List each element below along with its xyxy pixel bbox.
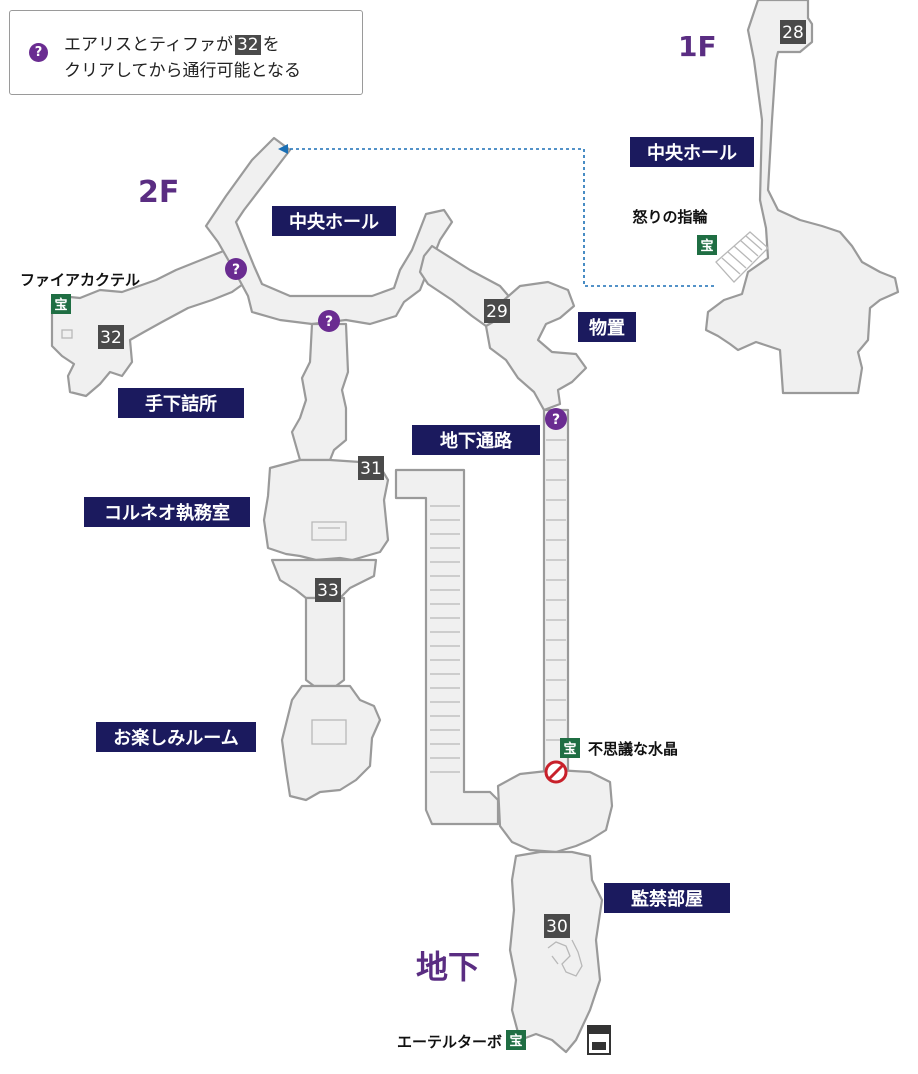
item-ether-turbo: エーテルターボ [397, 1033, 502, 1051]
svg-text:物置: 物置 [589, 317, 625, 339]
svg-text:お楽しみルーム: お楽しみルーム [113, 727, 238, 749]
svg-text:コルネオ執務室: コルネオ執務室 [104, 502, 230, 524]
marker-31: 31 [358, 456, 384, 480]
route-line [286, 148, 714, 287]
floor-label-2f: 2F [138, 175, 179, 210]
question-icon: ? [29, 43, 48, 62]
confinement-fixture [547, 939, 583, 977]
marker-29: 29 [484, 299, 510, 323]
label-confinement: 監禁部屋 [604, 883, 730, 913]
svg-text:宝: 宝 [509, 1033, 522, 1049]
marker-32: 32 [98, 325, 124, 349]
small-fixture [61, 329, 73, 339]
item-mysterious-crystal: 不思議な水晶 [588, 740, 678, 758]
label-corneo-office: コルネオ執務室 [84, 497, 250, 527]
svg-text:地下通路: 地下通路 [440, 430, 513, 452]
marker-30: 30 [544, 914, 570, 938]
item-anger-ring: 怒りの指輪 [632, 208, 708, 226]
label-storage: 物置 [578, 312, 636, 342]
svg-text:33: 33 [317, 581, 339, 601]
svg-text:31: 31 [360, 459, 382, 479]
svg-text:手下詰所: 手下詰所 [145, 393, 217, 415]
svg-text:30: 30 [546, 917, 568, 937]
room-confinement [508, 850, 604, 1054]
svg-text:28: 28 [782, 23, 804, 43]
svg-text:監禁部屋: 監禁部屋 [631, 888, 703, 910]
office-desk [311, 521, 347, 541]
chest-icon: 宝 [51, 294, 71, 314]
room-long-stair-corridor [394, 468, 500, 826]
chest-icon: 宝 [506, 1030, 526, 1050]
no-entry-icon [544, 760, 568, 784]
label-central-hall-2f: 中央ホール [272, 206, 396, 236]
floor-label-basement: 地下 [416, 948, 480, 986]
passage-stair-lines [546, 439, 566, 741]
label-central-hall-1f: 中央ホール [630, 137, 754, 167]
label-underground-passage: 地下通路 [412, 425, 540, 455]
svg-text:宝: 宝 [563, 741, 576, 757]
legend-text-a: エアリスとティファが [64, 35, 233, 55]
svg-text:32: 32 [100, 328, 122, 348]
room-storage [484, 280, 588, 412]
floor-label-1f: 1F [678, 30, 717, 63]
chest-icon: 宝 [697, 235, 717, 255]
question-icon: ? [318, 310, 340, 332]
chest-icon: 宝 [560, 738, 580, 758]
svg-text:宝: 宝 [54, 297, 67, 313]
svg-text:?: ? [232, 262, 240, 278]
svg-text:?: ? [552, 412, 560, 428]
svg-text:?: ? [325, 314, 333, 330]
fun-room-fixture [311, 719, 347, 745]
label-fun-room: お楽しみルーム [96, 722, 256, 752]
room-1f-central-hall [704, 0, 900, 395]
question-icon: ? [545, 408, 567, 430]
legend-text-b: を [262, 35, 280, 55]
legend-line-2: クリアしてから通行可能となる [64, 61, 301, 81]
room-fun-corridor [304, 596, 346, 688]
room-center-column [290, 322, 350, 462]
label-subordinates: 手下詰所 [118, 388, 244, 418]
svg-text:中央ホール: 中央ホール [289, 211, 379, 233]
item-fire-cocktail: ファイアカクテル [20, 271, 140, 289]
question-icon: ? [225, 258, 247, 280]
svg-text:中央ホール: 中央ホール [647, 142, 737, 164]
marker-28: 28 [780, 20, 806, 44]
legend-number: 32 [234, 35, 261, 55]
stairs-1f [715, 231, 769, 283]
room-underground-passage [542, 408, 570, 772]
route-arrow [278, 144, 288, 154]
room-subordinates-quarters [50, 248, 248, 398]
room-fun-room [280, 684, 382, 802]
svg-text:29: 29 [486, 302, 508, 322]
vending-machine-icon [587, 1025, 611, 1055]
long-stair-lines [430, 505, 460, 773]
svg-text:宝: 宝 [700, 238, 713, 254]
marker-33: 33 [315, 578, 341, 602]
